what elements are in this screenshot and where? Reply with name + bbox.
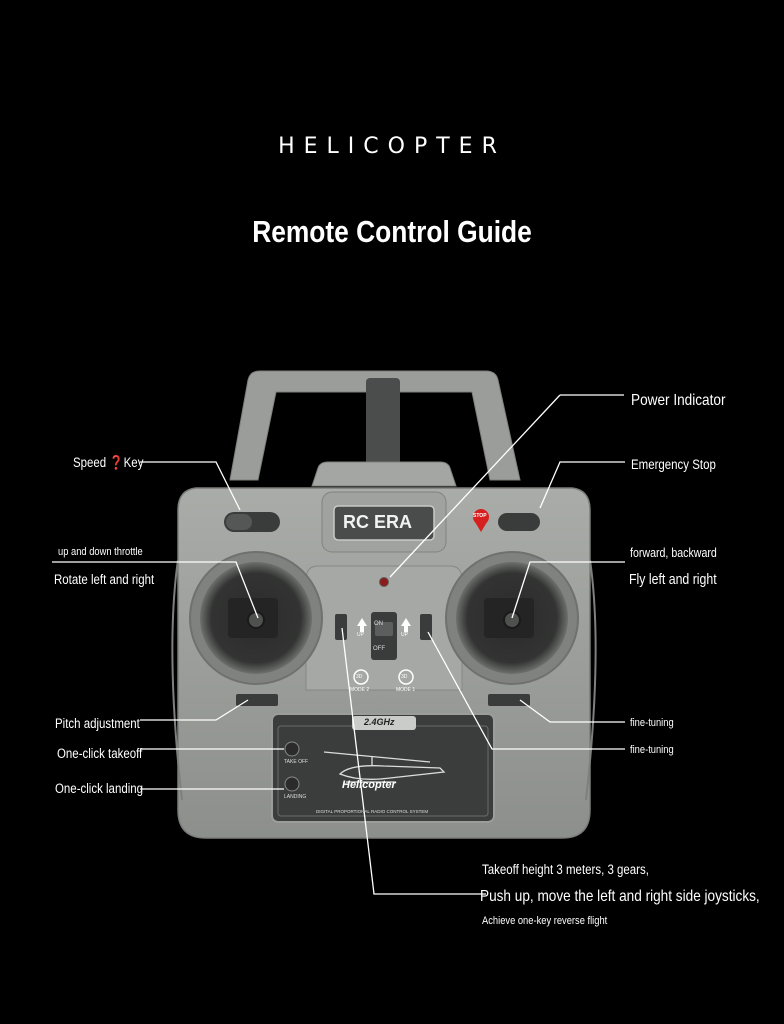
arrow-up-icon [401, 618, 411, 632]
name-plate [271, 713, 495, 823]
plate-text: Helicopter [342, 779, 396, 791]
page-title: Remote Control Guide [252, 214, 532, 249]
up-right-label: UP [401, 632, 408, 638]
power-indicator-label: Power Indicator [631, 392, 726, 409]
stop-badge-label: STOP [473, 513, 487, 519]
helicopter-icon [323, 751, 446, 783]
brand-logo [333, 505, 435, 541]
mode2-3d-label: 3D [356, 674, 363, 680]
forward-backward-label: forward, backward [630, 546, 717, 560]
fine-tuning-label-1: fine-tuning [630, 717, 674, 729]
up-left-label: UP [357, 632, 364, 638]
mode1-3d-label: 3D [401, 674, 408, 680]
right-joystick[interactable] [503, 611, 521, 629]
takeoff-button[interactable] [284, 741, 300, 757]
mode2-label: MODE 2 [350, 687, 370, 693]
up-down-throttle-label: up and down throttle [58, 546, 143, 558]
stop-badge-icon [473, 509, 489, 525]
landing-label: One-click landing [55, 781, 144, 796]
push-up-label: Push up, move the left and right side jo… [480, 888, 760, 905]
landing-button-label: LANDING [284, 794, 307, 800]
takeoff-height-label: Takeoff height 3 meters, 3 gears, [482, 862, 649, 877]
switch-on-label: ON [374, 621, 383, 627]
antenna [366, 378, 400, 476]
mode1-label: MODE 1 [396, 687, 416, 693]
reverse-flight-label: Achieve one-key reverse flight [482, 915, 608, 927]
emergency-stop-button[interactable] [498, 513, 540, 531]
mode2-3d-icon [353, 669, 369, 685]
plate-footer: DIGITAL PROPORTIONAL RADIO CONTROL SYSTE… [316, 809, 429, 814]
arrow-up-icon [357, 618, 367, 632]
right-horizontal-trim[interactable] [488, 694, 530, 706]
header-subtitle: HELICOPTER [278, 134, 506, 159]
takeoff-button-label: TAKE OFF [284, 759, 309, 765]
left-horizontal-trim[interactable] [236, 694, 278, 706]
emergency-stop-label: Emergency Stop [631, 457, 716, 472]
brand-text: RC ERA [343, 512, 413, 532]
callout-lines [52, 394, 625, 895]
frequency-label: 2.4GHz [364, 717, 395, 727]
power-indicator-icon [379, 577, 389, 587]
pitch-label: Pitch adjustment [55, 716, 140, 731]
switch-off-label: OFF [373, 646, 385, 652]
landing-button[interactable] [284, 776, 300, 792]
mode1-3d-icon [398, 669, 414, 685]
rotate-label: Rotate left and right [54, 572, 155, 587]
left-vertical-trim[interactable] [335, 614, 347, 640]
speed-key-label: Speed ❓Key [73, 455, 144, 470]
fine-tuning-label-2: fine-tuning [630, 744, 674, 756]
takeoff-label: One-click takeoff [57, 746, 143, 761]
fly-label: Fly left and right [629, 572, 717, 588]
